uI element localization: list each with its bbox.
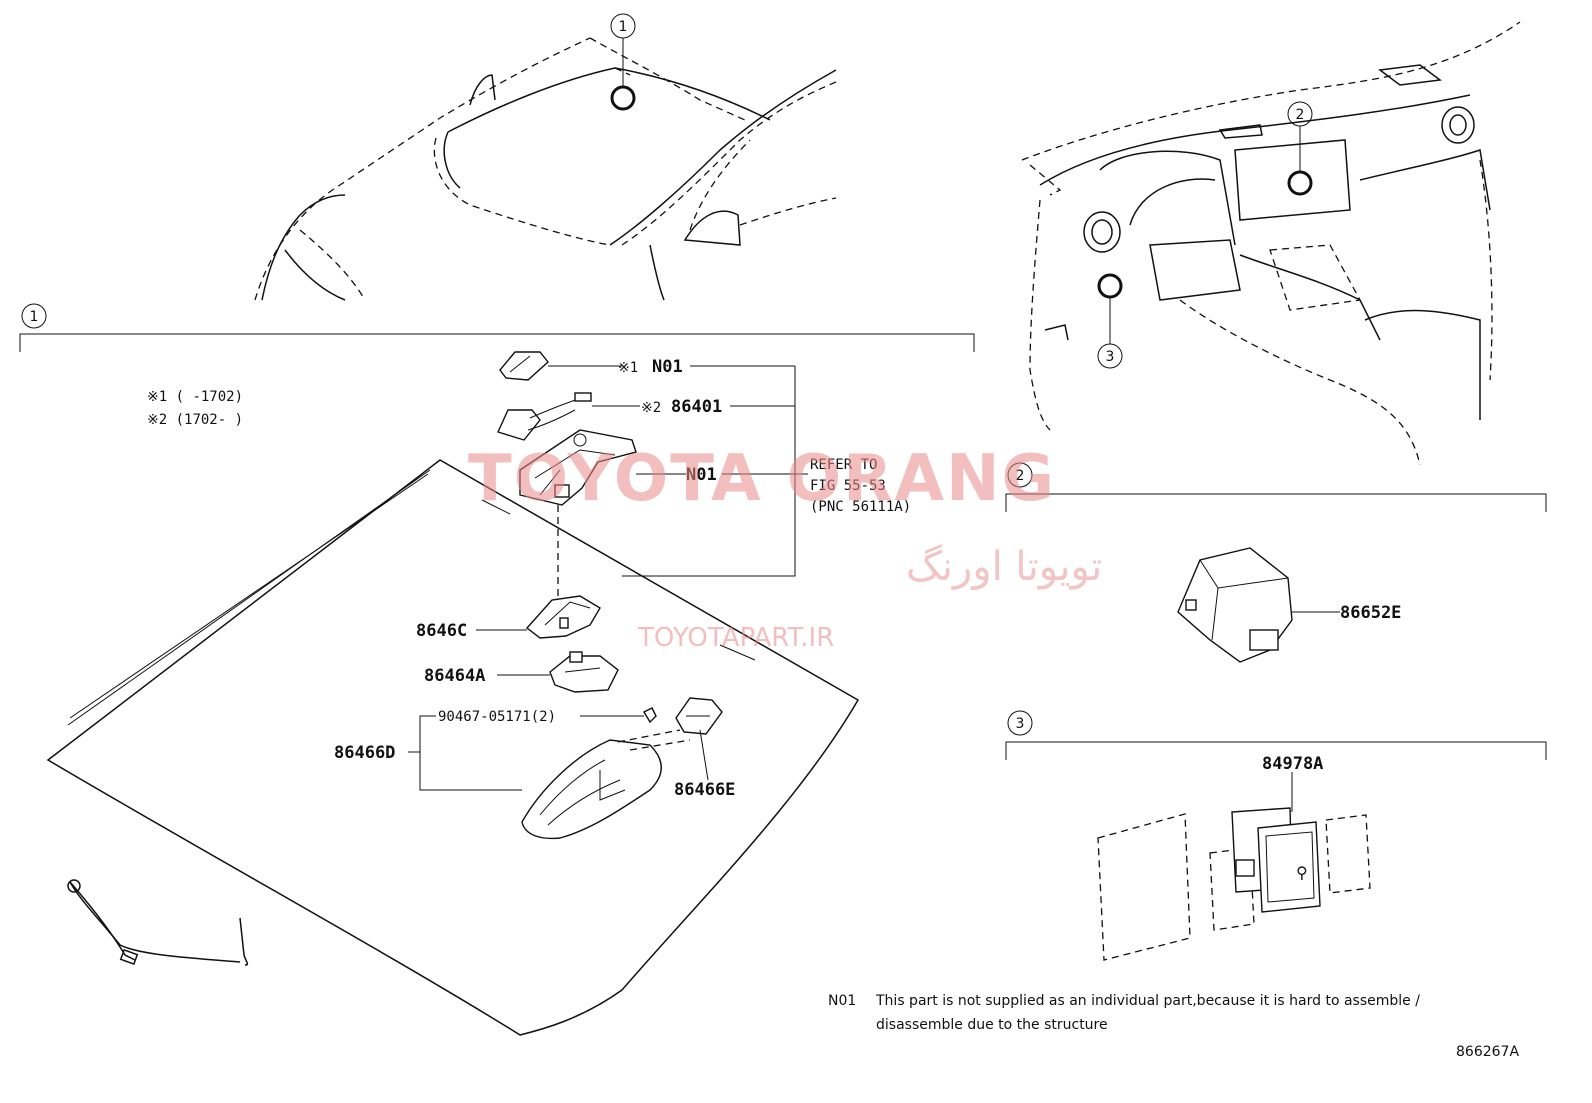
- figure-id: 866267A: [1456, 1044, 1519, 1060]
- light-icon: ⚲: [1296, 863, 1308, 882]
- refer-line-1: REFER TO: [810, 457, 877, 473]
- callout-number: 3: [1106, 349, 1115, 365]
- section-2-header: 2: [1005, 462, 1547, 512]
- callout-3-dash: 3: [1097, 273, 1123, 369]
- part-86466E-bracket: [675, 697, 723, 735]
- section-number: 2: [1016, 468, 1025, 484]
- part-86466D-cover: [521, 739, 662, 840]
- ref-mark-2: ※2: [641, 400, 661, 416]
- label-8646C: 8646C: [416, 621, 467, 641]
- legend-line-2: disassemble due to the structure: [876, 1017, 1108, 1033]
- callout-1-top: 1: [610, 13, 636, 111]
- callout-number: 2: [1296, 107, 1305, 123]
- part-86652E-module: [1177, 547, 1293, 663]
- dashboard-illustration: [1021, 21, 1521, 466]
- bracket-assembly-n01: [519, 429, 637, 506]
- label-n01-mid: N01: [686, 465, 717, 485]
- label-90467-05171: 90467-05171(2): [438, 709, 556, 725]
- legend-code: N01: [828, 993, 856, 1009]
- label-86466E: 86466E: [674, 780, 735, 800]
- watermark-site: TOYOTAPART.IR: [637, 623, 834, 653]
- sensor-cover-small-n01: [499, 351, 549, 381]
- section-number: 3: [1016, 716, 1025, 732]
- label-86401: 86401: [671, 397, 722, 417]
- legend-line-1: This part is not supplied as an individu…: [875, 993, 1420, 1009]
- label-86466D: 86466D: [334, 743, 395, 763]
- part-84978A-switch: ⚲: [1097, 807, 1371, 961]
- label-86464A: 86464A: [424, 666, 485, 686]
- watermark-brand: TOYOTA ORANG: [468, 442, 1056, 516]
- footnote-1: ※1 ( -1702): [147, 389, 243, 405]
- section-1-header: 1: [19, 303, 975, 352]
- watermark-persian: تویوتا اورنگ: [906, 544, 1102, 590]
- part-86401-harness: [497, 392, 592, 441]
- refer-line-2: FIG 55-53: [810, 478, 886, 494]
- clip-90467: [643, 707, 657, 724]
- leader-lines-section-1: [408, 365, 808, 791]
- section-number: 1: [30, 309, 39, 325]
- section-3-header: 3: [1005, 710, 1547, 760]
- part-86464A-bracket: [549, 651, 619, 693]
- callout-number: 1: [619, 19, 628, 35]
- footnote-2: ※2 (1702- ): [147, 412, 243, 428]
- ref-mark-1: ※1: [618, 360, 638, 376]
- label-84978A: 84978A: [1262, 754, 1323, 774]
- part-8646C-bracket: [525, 595, 601, 639]
- callout-2-dash: 2: [1287, 101, 1313, 196]
- label-86652E: 86652E: [1340, 603, 1401, 623]
- label-n01-top: N01: [652, 357, 683, 377]
- windshield-glass: [46, 459, 860, 1036]
- car-exterior-illustration: [254, 37, 837, 301]
- refer-line-3: (PNC 56111A): [810, 499, 911, 515]
